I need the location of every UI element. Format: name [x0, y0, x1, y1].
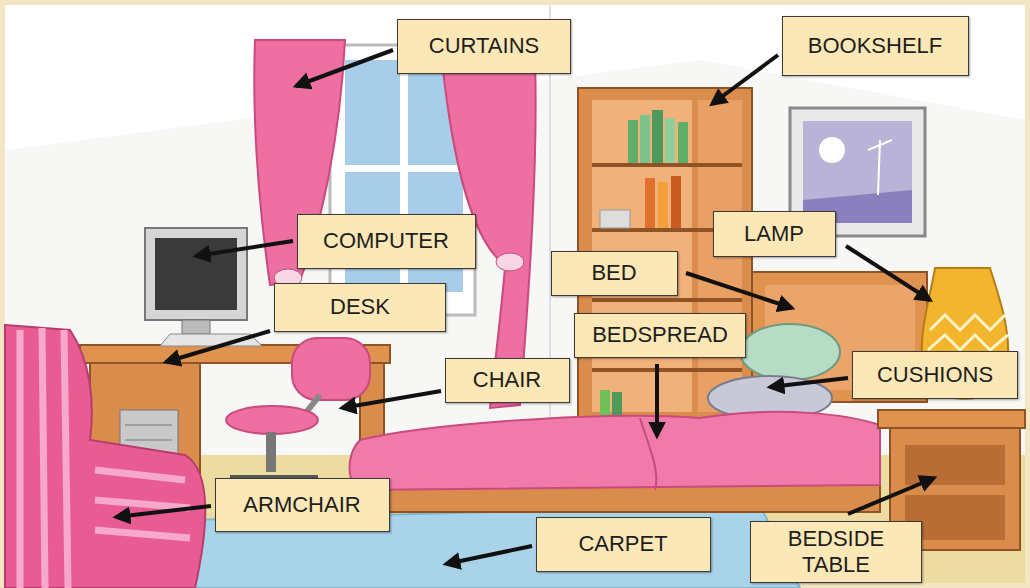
leader-arrow: [296, 50, 393, 86]
label-text: BEDSIDE TABLE: [776, 526, 896, 578]
vocabulary-label: CUSHIONS: [852, 351, 1018, 399]
label-text: CHAIR: [473, 367, 541, 393]
leader-arrow: [446, 546, 532, 564]
label-text: BOOKSHELF: [808, 33, 942, 59]
cushion: [740, 324, 840, 380]
leader-arrow: [770, 378, 848, 387]
vocabulary-label: BED: [551, 251, 678, 296]
vocabulary-label: BEDSPREAD: [574, 313, 746, 358]
vocabulary-label: CURTAINS: [397, 19, 571, 74]
label-text: LAMP: [744, 221, 804, 247]
vocabulary-label: COMPUTER: [297, 214, 476, 269]
vocabulary-label: ARMCHAIR: [215, 478, 390, 532]
label-text: CARPET: [578, 531, 667, 557]
armchair: [5, 325, 205, 588]
leader-arrow: [196, 241, 293, 256]
bedspread: [350, 412, 880, 490]
leader-arrow: [846, 246, 930, 300]
vocabulary-label: LAMP: [713, 211, 836, 257]
leader-arrow: [116, 506, 211, 517]
curtain-tie: [496, 253, 524, 271]
vocabulary-label: BEDSIDE TABLE: [750, 521, 922, 583]
vocabulary-label: CARPET: [536, 517, 711, 572]
leader-arrow: [848, 478, 934, 514]
vocabulary-label: DESK: [274, 283, 446, 332]
label-text: BEDSPREAD: [592, 322, 728, 348]
vocabulary-label: CHAIR: [445, 358, 570, 403]
label-text: DESK: [330, 294, 390, 320]
computer: [145, 228, 262, 346]
leader-arrow: [166, 331, 270, 362]
vocabulary-label: BOOKSHELF: [782, 16, 969, 76]
label-text: BED: [591, 260, 636, 286]
label-text: CURTAINS: [429, 33, 539, 59]
label-text: ARMCHAIR: [243, 492, 360, 518]
leader-arrow: [342, 391, 441, 408]
leader-arrow: [686, 273, 792, 308]
label-text: COMPUTER: [323, 228, 449, 254]
leader-arrows: [116, 50, 934, 564]
leader-arrow: [655, 364, 659, 436]
label-text: CUSHIONS: [877, 362, 993, 388]
leader-arrow: [712, 55, 778, 104]
